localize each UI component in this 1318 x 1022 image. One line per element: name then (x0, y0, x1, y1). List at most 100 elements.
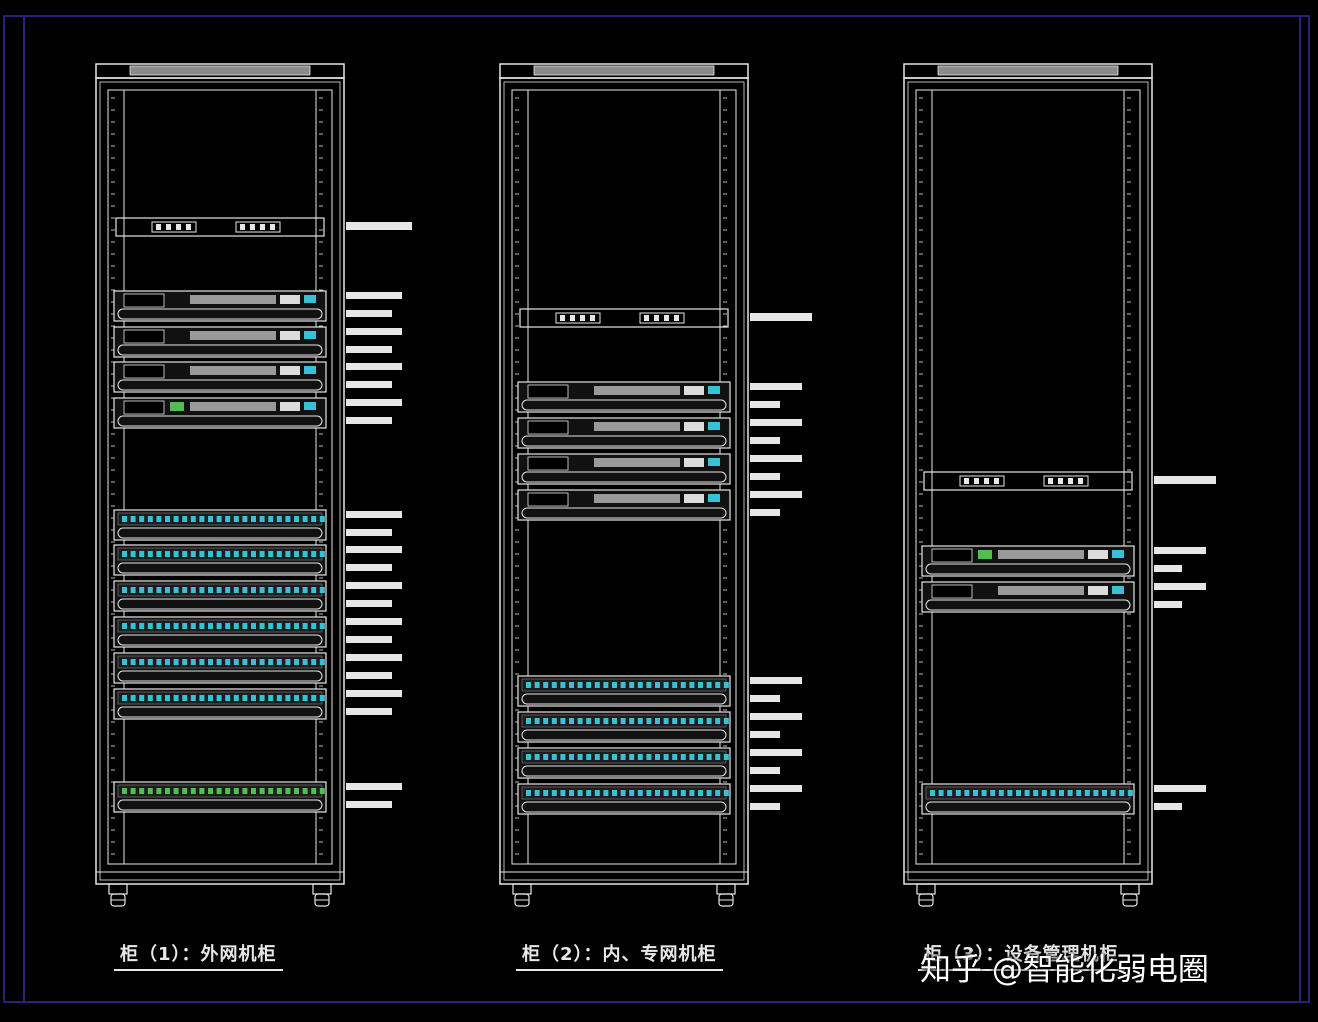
patch-port (276, 623, 282, 629)
switch-uplink (304, 366, 316, 374)
power-outlet-group (1043, 475, 1089, 487)
patch-port (276, 695, 282, 701)
switch-port-block (190, 402, 276, 411)
cable-manager (117, 670, 323, 682)
device-label-bar (750, 713, 802, 720)
power-outlet (974, 478, 979, 484)
patch-port (603, 718, 609, 724)
patch-port (233, 551, 239, 557)
patch-port (620, 754, 626, 760)
patch-port (319, 659, 325, 665)
patch-port (526, 790, 531, 796)
patch-port (242, 659, 248, 665)
power-outlet-group (235, 221, 281, 233)
patch-port (268, 516, 274, 522)
patch-port (938, 790, 944, 796)
cable-manager (521, 471, 727, 483)
patch-port (311, 516, 317, 522)
switch-display (527, 492, 569, 507)
switch-port-block-2 (684, 422, 704, 431)
patch-port (251, 788, 256, 794)
switch-display (931, 548, 973, 563)
patch-port (242, 516, 248, 522)
patch-port (294, 659, 299, 665)
power-outlet (590, 315, 595, 321)
device-label-bar (346, 654, 402, 661)
patch-port (319, 551, 325, 557)
patch-port (216, 659, 222, 665)
patch-port (165, 551, 170, 557)
patch-port (637, 682, 643, 688)
rack-device-patch-cyan (517, 675, 802, 707)
patch-port (311, 623, 317, 629)
patch-port (1033, 790, 1039, 796)
patch-port (629, 790, 635, 796)
patch-port (233, 587, 239, 593)
patch-port (285, 587, 291, 593)
patch-port (216, 516, 222, 522)
patch-port (629, 718, 635, 724)
patch-port (130, 551, 136, 557)
patch-port (629, 682, 635, 688)
switch-port-block (190, 331, 276, 340)
device-label-bar (346, 618, 402, 625)
patch-port (130, 516, 136, 522)
switch-uplink (304, 402, 316, 410)
patch-port (302, 695, 308, 701)
patch-port (208, 587, 213, 593)
patch-port (620, 682, 626, 688)
patch-port (723, 718, 729, 724)
switch-port-block-2 (280, 331, 300, 340)
patch-port (663, 790, 669, 796)
patch-port (1084, 790, 1090, 796)
rack-frame (499, 77, 749, 885)
switch-port-block (594, 494, 680, 503)
device-label-bar (346, 600, 392, 607)
patch-port (302, 587, 308, 593)
patch-port (216, 551, 222, 557)
patch-port (672, 718, 678, 724)
patch-port (680, 790, 686, 796)
patch-port (603, 754, 609, 760)
device-label-bar (346, 346, 392, 353)
patch-port (715, 718, 721, 724)
power-outlet (260, 224, 265, 230)
patch-port (663, 754, 669, 760)
patch-port (1041, 790, 1047, 796)
caster-mount (716, 883, 736, 895)
patch-port (569, 718, 574, 724)
patch-port (122, 695, 127, 701)
patch-port (233, 788, 239, 794)
patch-port (543, 682, 549, 688)
patch-port (560, 682, 566, 688)
patch-port (715, 682, 721, 688)
rack-2 (499, 63, 812, 907)
rack-rail-right (315, 89, 333, 865)
switch-status-led (978, 550, 992, 559)
patch-port (268, 788, 274, 794)
patch-port (130, 587, 136, 593)
rack-1-caption: 柜（1）：外网机柜 (114, 940, 283, 971)
device-label-bar (346, 363, 402, 370)
power-outlet (250, 224, 255, 230)
patch-port (242, 695, 248, 701)
patch-port (156, 551, 162, 557)
rack-device-patch-cyan (517, 783, 802, 815)
patch-port (156, 623, 162, 629)
patch-port (259, 551, 265, 557)
rack-opening (931, 89, 1125, 865)
patch-port (715, 754, 721, 760)
patch-port (612, 790, 617, 796)
patch-port (526, 754, 531, 760)
patch-port (1059, 790, 1064, 796)
patch-port (225, 695, 231, 701)
rack-device-patch-cyan (113, 652, 402, 684)
patch-port (233, 516, 239, 522)
switch-port-block-2 (684, 494, 704, 503)
patch-port (319, 516, 325, 522)
patch-port (534, 718, 540, 724)
patch-port (698, 682, 703, 688)
patch-port (165, 623, 170, 629)
patch-port (543, 790, 549, 796)
patch-port (285, 788, 291, 794)
